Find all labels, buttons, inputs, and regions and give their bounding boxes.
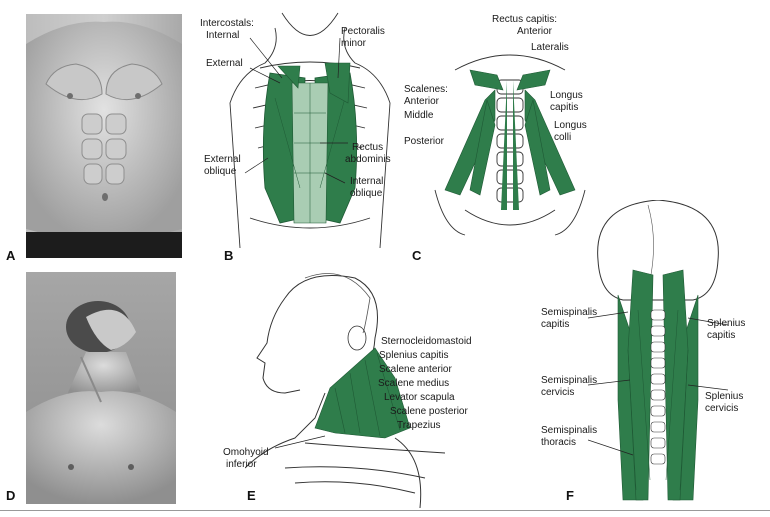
label-rectus-capitis-lateralis: Lateralis: [531, 42, 569, 53]
label-scalene-anterior: Anterior: [404, 96, 439, 107]
label-semispinalis-cervicis-1: Semispinalis: [541, 375, 597, 386]
label-semispinalis-capitis-1: Semispinalis: [541, 307, 597, 318]
label-rectus-capitis-anterior: Anterior: [517, 26, 552, 37]
label-scalene-posterior: Posterior: [404, 136, 444, 147]
label-omohyoid-inferior: inferior: [226, 459, 257, 470]
label-pectoralis: Pectoralis: [341, 26, 385, 37]
label-intercostals-internal: Internal: [206, 30, 239, 41]
bottom-divider: [0, 510, 770, 511]
diagram-posterior-neck: [588, 200, 728, 505]
label-intercostals: Intercostals:: [200, 18, 254, 29]
label-splenius-cervicis-2: cervicis: [705, 403, 738, 414]
panel-label-e: E: [247, 488, 256, 503]
label-scalenes: Scalenes:: [404, 84, 448, 95]
label-rectus-capitis: Rectus capitis:: [492, 14, 557, 25]
panel-label-f: F: [566, 488, 574, 503]
label-splenius-capitis-e: Splenius capitis: [379, 350, 448, 361]
photo-torso-front: [26, 14, 182, 258]
panel-label-d: D: [6, 488, 15, 503]
label-sternocleidomastoid: Sternocleidomastoid: [381, 336, 472, 347]
label-internal-oblique-1: Internal: [350, 176, 383, 187]
label-scalene-middle: Middle: [404, 110, 433, 121]
label-rectus: Rectus: [352, 142, 383, 153]
label-omohyoid: Omohyoid: [223, 447, 269, 458]
label-external-oblique-2: oblique: [204, 166, 236, 177]
label-trapezius: Trapezius: [397, 420, 441, 431]
label-internal-oblique-2: oblique: [350, 188, 382, 199]
label-external-oblique-1: External: [204, 154, 241, 165]
label-longus-capitis-2: capitis: [550, 102, 578, 113]
label-longus-colli-1: Longus: [554, 120, 587, 131]
label-scalene-medius: Scalene medius: [378, 378, 449, 389]
diagram-anterior-trunk: [220, 8, 400, 258]
label-semispinalis-cervicis-2: cervicis: [541, 387, 574, 398]
label-scalene-anterior-e: Scalene anterior: [379, 364, 452, 375]
label-semispinalis-thoracis-2: thoracis: [541, 437, 576, 448]
panel-label-b: B: [224, 248, 233, 263]
label-levator-scapula: Levator scapula: [384, 392, 455, 403]
panel-label-c: C: [412, 248, 421, 263]
photo-neck-extension: [26, 272, 176, 504]
panel-label-a: A: [6, 248, 15, 263]
label-splenius-cervicis-1: Splenius: [705, 391, 743, 402]
label-splenius-capitis-f-1: Splenius: [707, 318, 745, 329]
label-semispinalis-thoracis-1: Semispinalis: [541, 425, 597, 436]
label-scalene-posterior-e: Scalene posterior: [390, 406, 468, 417]
label-semispinalis-capitis-2: capitis: [541, 319, 569, 330]
label-abdominis: abdominis: [345, 154, 391, 165]
label-longus-colli-2: colli: [554, 132, 571, 143]
label-longus-capitis-1: Longus: [550, 90, 583, 101]
label-intercostals-external: External: [206, 58, 243, 69]
label-splenius-capitis-f-2: capitis: [707, 330, 735, 341]
label-pectoralis-minor: minor: [341, 38, 366, 49]
